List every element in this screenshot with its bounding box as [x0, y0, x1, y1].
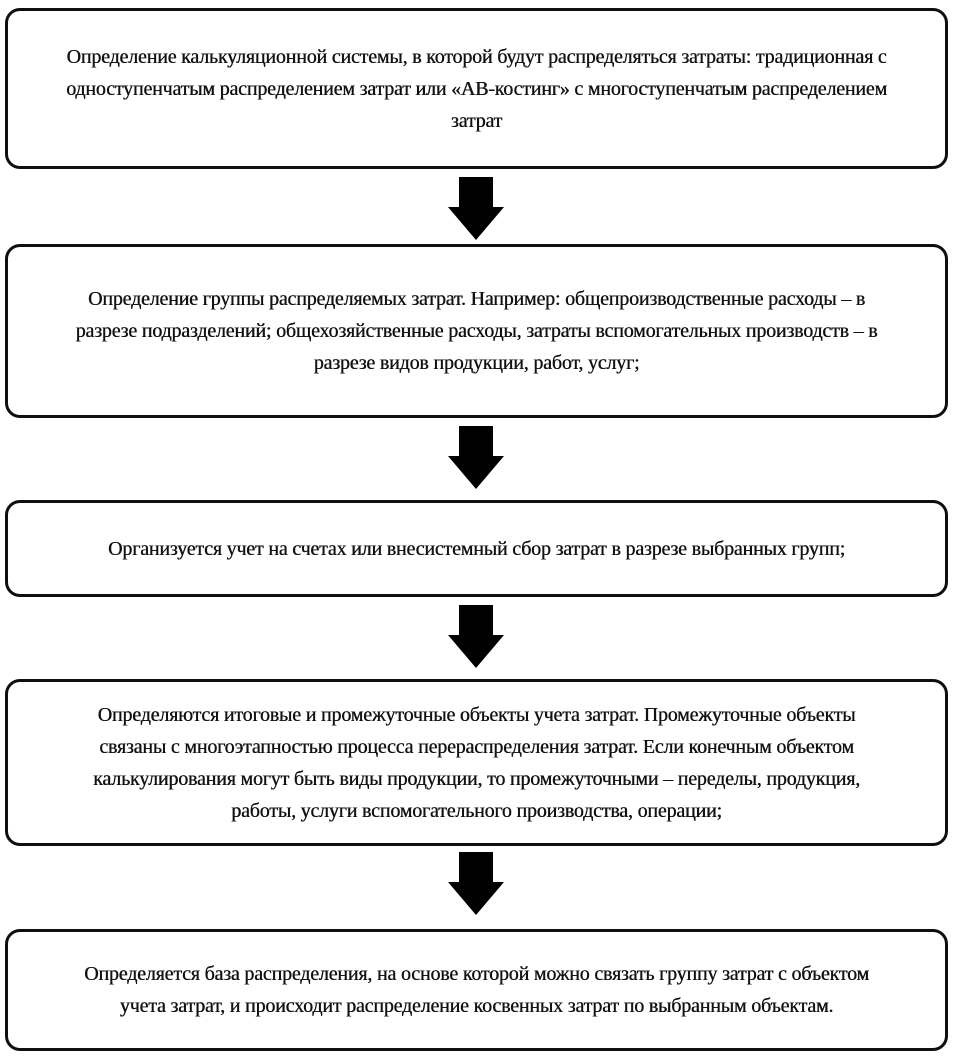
flow-step-5: Определяется база распределения, на осно… — [5, 929, 948, 1051]
flow-step-1: Определение калькуляционной системы, в к… — [5, 8, 948, 169]
down-arrow-icon — [448, 605, 504, 668]
flow-step-1-text: Определение калькуляционной системы, в к… — [66, 45, 887, 132]
flow-step-2: Определение группы распределяемых затрат… — [5, 244, 948, 418]
down-arrow-icon — [448, 852, 504, 915]
flow-step-4: Определяются итоговые и промежуточные об… — [5, 679, 948, 846]
flow-step-4-text: Определяются итоговые и промежуточные об… — [93, 703, 860, 822]
flow-step-3: Организуется учет на счетах или внесисте… — [5, 500, 948, 597]
flow-step-3-text: Организуется учет на счетах или внесисте… — [108, 537, 845, 560]
down-arrow-icon — [448, 426, 504, 489]
flow-step-5-text: Определяется база распределения, на осно… — [84, 963, 869, 1017]
down-arrow-icon — [448, 177, 504, 240]
flow-step-2-text: Определение группы распределяемых затрат… — [75, 288, 878, 374]
